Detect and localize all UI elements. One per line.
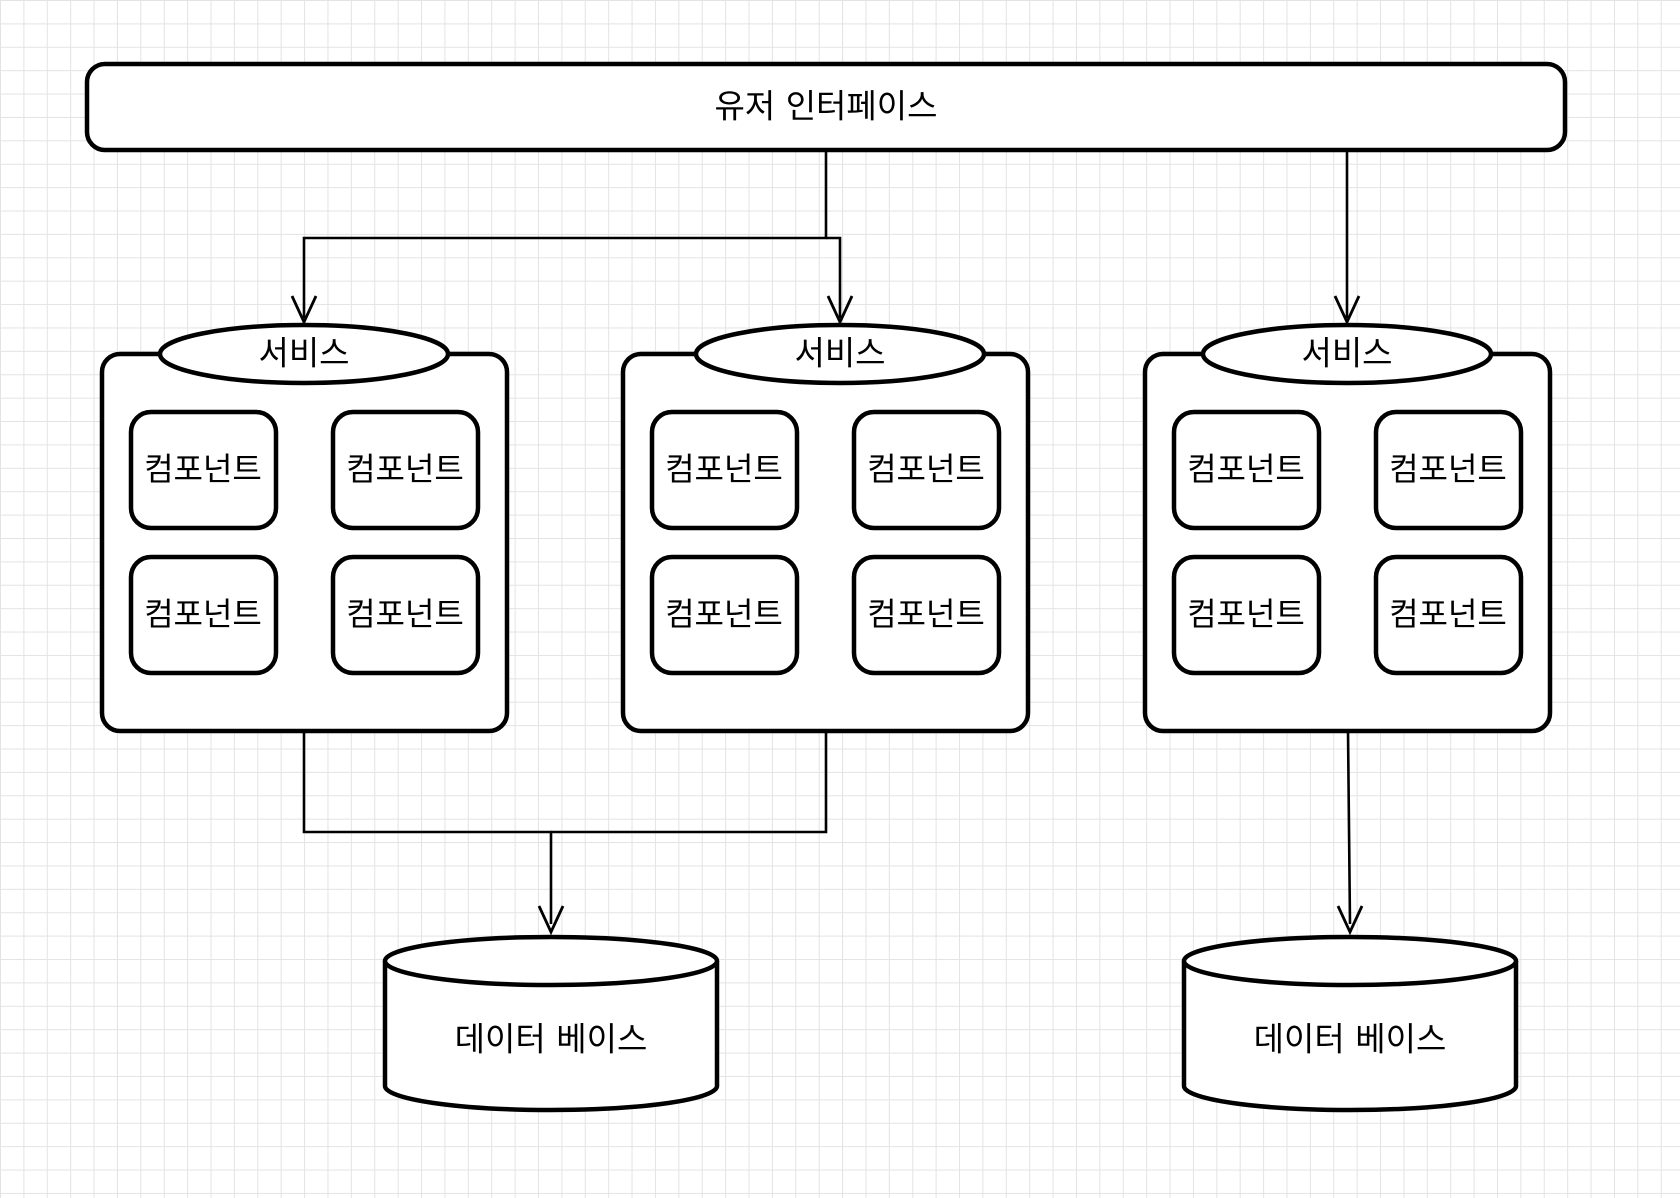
database-cylinder-top — [1181, 960, 1519, 988]
component-label: 컴포넌트 — [1187, 595, 1305, 633]
service-group-2: 서비스 컴포넌트 컴포넌트 컴포넌트 컴포넌트 — [620, 322, 1031, 734]
user-interface-node: 유저 인터페이스 — [84, 61, 1568, 153]
edge-service-1-to-database-1 — [302, 731, 553, 924]
component-box — [330, 554, 481, 676]
service-label: 서비스 — [794, 334, 885, 373]
edge-service-2-to-database-1 — [551, 731, 828, 834]
component-box — [1373, 554, 1524, 676]
service-group-3: 서비스 컴포넌트 컴포넌트 컴포넌트 컴포넌트 — [1142, 322, 1553, 734]
component-label: 컴포넌트 — [665, 595, 783, 633]
arrowhead-service-1 — [290, 295, 318, 326]
service-group-1: 서비스 컴포넌트 컴포넌트 컴포넌트 컴포넌트 — [99, 322, 510, 734]
edge-service-3-to-database-2 — [1346, 730, 1352, 925]
component-box — [1373, 409, 1524, 531]
component-label: 컴포넌트 — [1187, 450, 1305, 488]
component-label: 컴포넌트 — [346, 595, 464, 633]
component-label: 컴포넌트 — [1389, 450, 1507, 488]
database-2: 데이터 베이스 — [1181, 934, 1519, 1113]
component-label: 컴포넌트 — [665, 450, 783, 488]
component-box — [649, 409, 800, 531]
component-box — [330, 409, 481, 531]
component-box — [851, 554, 1002, 676]
component-box — [128, 409, 279, 531]
arrowhead-database-2 — [1336, 905, 1364, 936]
service-header-ellipse — [1200, 322, 1494, 386]
component-label: 컴포넌트 — [867, 595, 985, 633]
database-label: 데이터 베이스 — [1254, 1020, 1447, 1059]
component-box — [851, 409, 1002, 531]
component-box — [1171, 409, 1322, 531]
service-label: 서비스 — [1301, 334, 1392, 373]
component-label: 컴포넌트 — [144, 450, 262, 488]
service-header-ellipse — [157, 322, 451, 386]
edge-ui-to-service-1 — [302, 150, 828, 318]
edge-ui-to-service-2 — [826, 236, 842, 318]
arrowhead-service-2 — [826, 295, 854, 326]
component-box — [128, 554, 279, 676]
component-box — [1171, 554, 1322, 676]
component-label: 컴포넌트 — [1389, 595, 1507, 633]
database-cylinder-top — [382, 960, 720, 988]
service-header-ellipse — [693, 322, 987, 386]
arrowhead-service-3 — [1333, 295, 1361, 326]
component-label: 컴포넌트 — [346, 450, 464, 488]
service-label: 서비스 — [258, 334, 349, 373]
component-label: 컴포넌트 — [144, 595, 262, 633]
edges — [290, 150, 1364, 936]
component-label: 컴포넌트 — [867, 450, 985, 488]
database-label: 데이터 베이스 — [455, 1020, 648, 1059]
user-interface-label: 유저 인터페이스 — [714, 87, 937, 126]
component-box — [649, 554, 800, 676]
arrowhead-database-1 — [537, 905, 565, 936]
database-1: 데이터 베이스 — [382, 934, 720, 1113]
user-interface-box — [84, 61, 1568, 153]
